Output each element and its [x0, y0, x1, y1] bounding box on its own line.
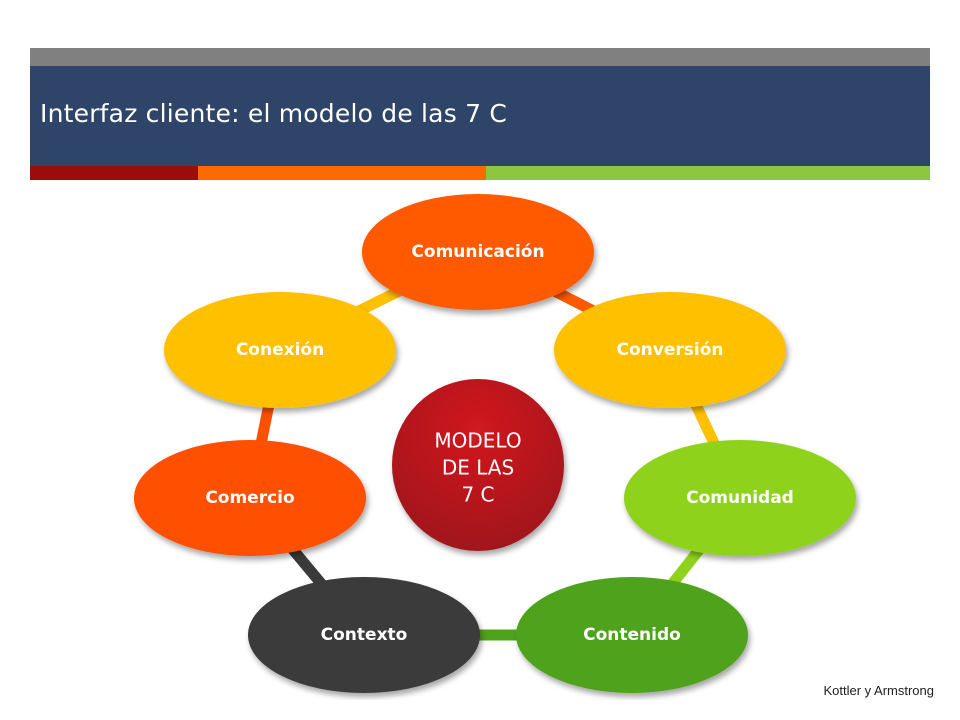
- cycle-node: Contenido: [516, 577, 748, 693]
- cycle-node: Conexión: [164, 292, 396, 408]
- cycle-node: Contexto: [248, 577, 480, 693]
- accent-segment-red: [30, 166, 198, 180]
- center-circle: MODELO DE LAS 7 C: [392, 379, 564, 551]
- cycle-node-ellipse: [554, 292, 786, 408]
- page-title: Interfaz cliente: el modelo de las 7 C: [40, 99, 507, 128]
- cycle-node: Comunidad: [624, 440, 856, 556]
- header-top-strip: [30, 48, 930, 66]
- accent-segment-green: [486, 166, 930, 180]
- accent-segment-orange: [198, 166, 486, 180]
- cycle-node: Comercio: [134, 440, 366, 556]
- seven-c-cycle-diagram: MODELO DE LAS 7 C ComunicaciónConversión…: [134, 194, 856, 693]
- cycle-node: Comunicación: [362, 194, 594, 310]
- cycle-node-label: Contexto: [321, 625, 408, 645]
- cycle-node-ellipse: [134, 440, 366, 556]
- center-label-line-3: 7 C: [461, 483, 494, 507]
- center-label-line-2: DE LAS: [442, 456, 514, 480]
- center-label-line-1: MODELO: [434, 429, 521, 453]
- cycle-node-ellipse: [164, 292, 396, 408]
- cycle-node-label: Comunidad: [686, 488, 794, 508]
- accent-strip: [30, 166, 930, 180]
- cycle-node-ellipse: [362, 194, 594, 310]
- cycle-node-ellipse: [516, 577, 748, 693]
- cycle-node-label: Contenido: [583, 625, 681, 645]
- cycle-node-ellipse: [248, 577, 480, 693]
- cycle-node-label: Comunicación: [411, 242, 544, 262]
- cycle-node-label: Comercio: [205, 488, 294, 508]
- cycle-node-label: Conversión: [617, 340, 724, 360]
- source-note: Kottler y Armstrong: [823, 683, 934, 698]
- title-bar: Interfaz cliente: el modelo de las 7 C: [30, 66, 930, 166]
- cycle-nodes: ComunicaciónConversiónComunidadContenido…: [134, 194, 856, 693]
- center-circle-shape: [392, 379, 564, 551]
- cycle-node-label: Conexión: [236, 340, 324, 360]
- cycle-node-ellipse: [624, 440, 856, 556]
- cycle-node: Conversión: [554, 292, 786, 408]
